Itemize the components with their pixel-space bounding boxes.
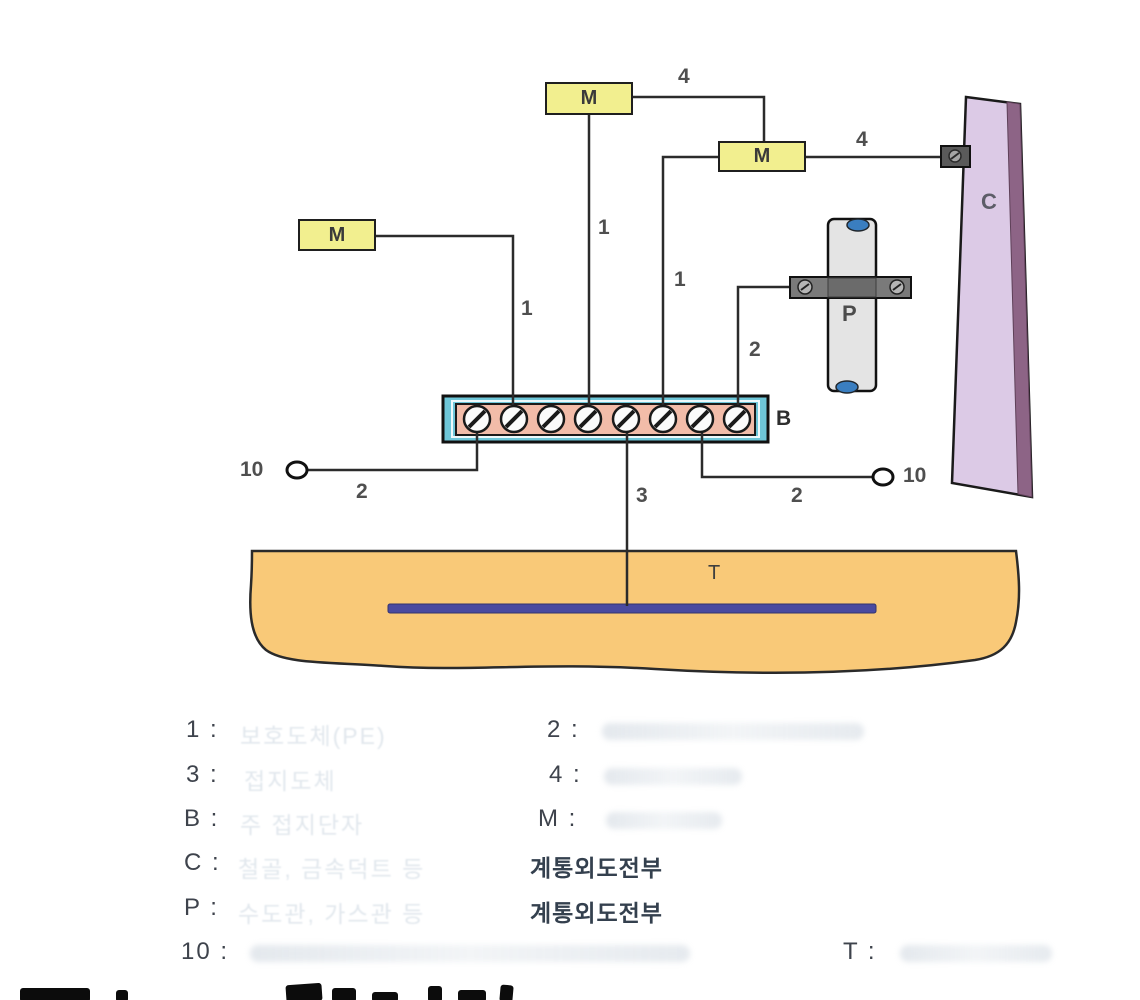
legend-key-M: M : bbox=[538, 805, 578, 832]
earth-electrode-bar bbox=[387, 603, 877, 614]
wire-label-3-earth: 3 bbox=[636, 484, 648, 507]
meter-label: M bbox=[328, 223, 346, 246]
cutoff-glyph bbox=[499, 984, 514, 1000]
cutoff-glyph bbox=[116, 990, 128, 1000]
clamp-screw-left-slot bbox=[800, 283, 810, 291]
terminal-screw bbox=[462, 404, 492, 434]
terminal-screw bbox=[648, 404, 678, 434]
meter-label: M bbox=[753, 145, 771, 167]
cutoff-glyph bbox=[458, 990, 486, 1000]
legend-key-3: 3 : bbox=[186, 761, 219, 788]
cutoff-glyph bbox=[372, 992, 398, 1000]
wall-connector bbox=[940, 145, 971, 168]
clamp-screw-right-slot bbox=[892, 283, 902, 291]
terminal-screw bbox=[722, 404, 752, 434]
terminal-screws bbox=[462, 404, 752, 434]
wires bbox=[308, 95, 941, 606]
wire-label-2-pipe: 2 bbox=[749, 338, 761, 361]
terminal-screw bbox=[685, 404, 715, 434]
legend-ghost-3: 접지도체 bbox=[244, 768, 337, 794]
terminal-screw bbox=[573, 404, 603, 434]
legend-ghost-C: 철골, 금속덕트 등 bbox=[238, 856, 426, 882]
wire-2-bottom-left bbox=[308, 419, 479, 472]
cutoff-glyph bbox=[285, 982, 323, 1000]
cutoff-glyph bbox=[20, 988, 90, 1000]
cutoff-glyph bbox=[332, 988, 356, 1000]
meter-box-top: M bbox=[545, 82, 633, 115]
label-earth: T bbox=[708, 562, 721, 584]
label-wall: C bbox=[981, 189, 997, 214]
label-ring-right: 10 bbox=[903, 464, 927, 487]
terminal-block-gap bbox=[451, 400, 760, 438]
legend-key-C: C : bbox=[184, 849, 221, 876]
wire-2-pipe bbox=[736, 285, 790, 419]
terminal-screw bbox=[499, 404, 529, 434]
ring-terminal-left bbox=[285, 460, 309, 480]
legend-value-C: 계통외도전부 bbox=[530, 855, 663, 881]
wire-1-left bbox=[376, 234, 515, 419]
legend-key-P: P : bbox=[184, 894, 219, 921]
label-ring-left: 10 bbox=[240, 458, 264, 481]
wire-label-1-left: 1 bbox=[521, 297, 533, 320]
legend-key-10: 10 : bbox=[181, 938, 230, 965]
label-terminal-block: B bbox=[776, 407, 792, 430]
terminal-screw bbox=[536, 404, 566, 434]
wire-2-bottom-right bbox=[700, 419, 872, 479]
pipe-top-joint bbox=[846, 218, 870, 232]
label-pipe: P bbox=[842, 301, 857, 326]
wire-1-right bbox=[661, 155, 718, 419]
legend-value-P: 계통외도전부 bbox=[530, 900, 663, 926]
wire-label-2-bottom-right: 2 bbox=[791, 484, 803, 507]
meter-box-left: M bbox=[298, 219, 376, 251]
legend-key-T: T : bbox=[843, 938, 877, 965]
wire-label-4-top: 4 bbox=[678, 65, 690, 88]
legend-ghost-1: 보호도체(PE) bbox=[240, 723, 387, 749]
pipe-assembly bbox=[789, 217, 912, 394]
wire-label-1-center: 1 bbox=[598, 216, 610, 239]
cutoff-glyph bbox=[428, 986, 442, 1000]
legend-ghost-2-smudge bbox=[602, 723, 864, 740]
legend-ghost-4-smudge bbox=[604, 768, 742, 785]
wall-panel-edge bbox=[1006, 101, 1033, 498]
legend-key-4: 4 : bbox=[549, 761, 582, 788]
legend-key-2: 2 : bbox=[547, 716, 580, 743]
legend-ghost-P: 수도관, 가스관 등 bbox=[238, 901, 426, 927]
wire-label-4-right: 4 bbox=[856, 128, 868, 151]
legend-ghost-M-smudge bbox=[606, 812, 722, 829]
legend-key-B: B : bbox=[184, 805, 220, 832]
meter-box-right: M bbox=[718, 141, 806, 172]
meter-label: M bbox=[580, 87, 598, 109]
legend-ghost-10-smudge bbox=[250, 945, 690, 962]
pipe-bottom-joint bbox=[835, 380, 859, 394]
ring-terminal-right bbox=[871, 467, 895, 487]
legend-ghost-B: 주 접지단자 bbox=[240, 812, 365, 838]
terminal-screw bbox=[611, 404, 641, 434]
legend-key-1: 1 : bbox=[186, 716, 219, 743]
wire-label-2-bottom-left: 2 bbox=[356, 480, 368, 503]
wire-4-top bbox=[633, 95, 766, 141]
wire-label-1-right: 1 bbox=[674, 268, 686, 291]
pipe-clamp-center bbox=[827, 277, 877, 298]
legend-ghost-T-smudge bbox=[900, 945, 1052, 962]
